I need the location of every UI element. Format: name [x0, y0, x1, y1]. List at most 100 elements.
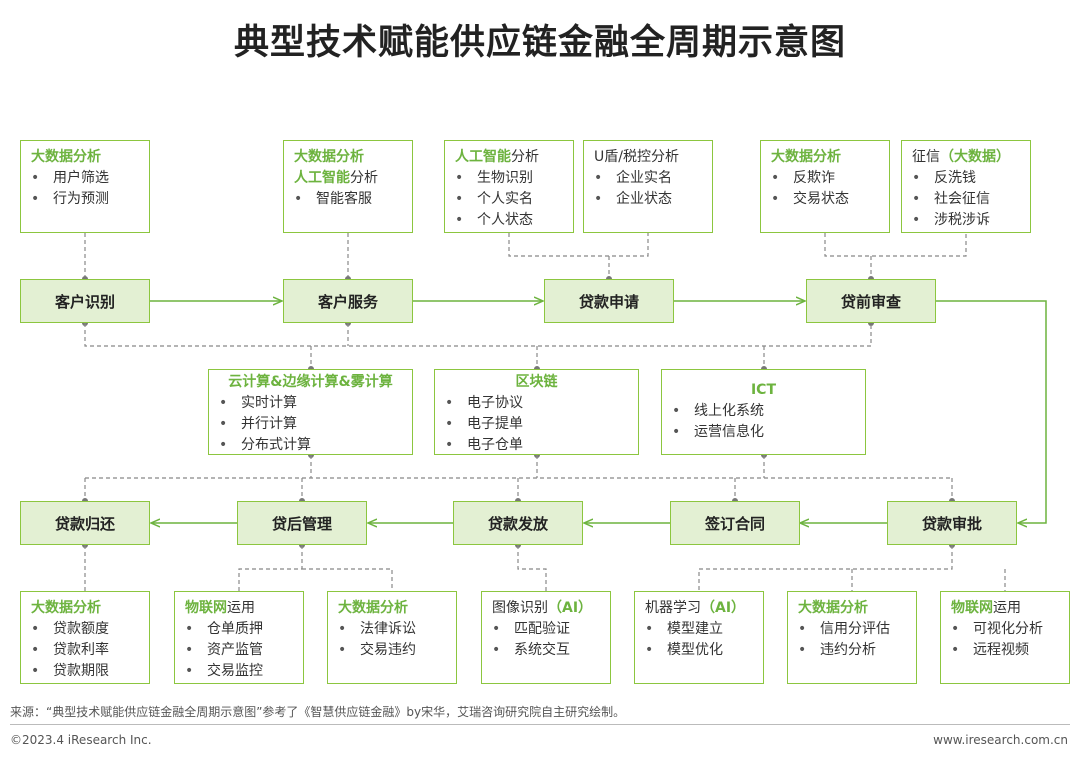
list-item: 个人状态 [455, 210, 563, 231]
arrow-review-to-approval [936, 300, 1047, 523]
tech-box-title: 图像识别（AI） [492, 598, 600, 619]
title-segment: （AI） [701, 600, 746, 616]
tech-box-bottom-7: 物联网运用 可视化分析远程视频 [940, 591, 1070, 684]
tech-box-cloud-computing: 云计算&边缘计算&雾计算 实时计算并行计算分布式计算 [208, 369, 413, 455]
process-customer-identification: 客户识别 [20, 279, 150, 323]
list-item: 法律诉讼 [338, 619, 446, 640]
list-item: 资产监管 [185, 640, 293, 661]
list-item: 交易状态 [771, 189, 879, 210]
list-item: 实时计算 [219, 393, 402, 414]
title-segment: 机器学习 [645, 600, 701, 616]
connector-top-5-6 [824, 233, 967, 279]
list-item: 远程视频 [951, 640, 1059, 661]
title-segment: U盾/税控分析 [594, 149, 679, 165]
tech-box-title: 物联网运用 [951, 598, 1059, 619]
website-link: www.iresearch.com.cn [933, 733, 1068, 747]
tech-box-bottom-2: 物联网运用 仓单质押资产监管交易监控 [174, 591, 304, 684]
title-segment: 运用 [993, 600, 1021, 616]
tech-box-bottom-5: 机器学习（AI） 模型建立模型优化 [634, 591, 764, 684]
connector-row2-bus [85, 455, 952, 479]
title-segment: （大数据） [940, 149, 1010, 165]
list-item: 贷款期限 [31, 661, 139, 682]
tech-box-title: 人工智能分析 [455, 147, 563, 168]
tech-box-title: 物联网运用 [185, 598, 293, 619]
title-segment: 物联网 [951, 600, 993, 616]
list-item: 线上化系统 [672, 401, 855, 422]
tech-box-list: 仓单质押资产监管交易监控 [185, 619, 293, 682]
tech-box-title: 大数据分析 [771, 147, 879, 168]
title-segment: 大数据分析 [294, 149, 364, 165]
tech-box-title: 征信（大数据） [912, 147, 1020, 168]
title-segment: 分析 [511, 149, 539, 165]
tech-box-title: 云计算&边缘计算&雾计算 [228, 374, 393, 390]
tech-box-title: ICT [750, 382, 777, 398]
tech-box-list: 反洗钱社会征信涉税涉诉 [912, 168, 1020, 231]
tech-box-list: 用户筛选行为预测 [31, 168, 139, 210]
title-segment: （AI） [548, 600, 593, 616]
title-segment: 分析 [350, 170, 378, 186]
source-note: 来源：“典型技术赋能供应链金融全周期示意图”参考了《智慧供应链金融》by宋华，艾… [10, 705, 626, 719]
tech-box-list: 模型建立模型优化 [645, 619, 753, 661]
tech-box-list: 实时计算并行计算分布式计算 [219, 393, 402, 456]
title-segment: 运用 [227, 600, 255, 616]
list-item: 模型建立 [645, 619, 753, 640]
list-item: 并行计算 [219, 414, 402, 435]
list-item: 电子提单 [445, 414, 628, 435]
list-item: 智能客服 [294, 189, 402, 210]
list-item: 贷款利率 [31, 640, 139, 661]
list-item: 用户筛选 [31, 168, 139, 189]
list-item: 电子仓单 [445, 435, 628, 456]
tech-box-top-6: 征信（大数据） 反洗钱社会征信涉税涉诉 [901, 140, 1031, 233]
list-item: 交易监控 [185, 661, 293, 682]
tech-box-title: U盾/税控分析 [594, 147, 702, 168]
list-item: 反洗钱 [912, 168, 1020, 189]
connector-bottom-4 [517, 545, 547, 591]
list-item: 涉税涉诉 [912, 210, 1020, 231]
tech-box-title: 大数据分析 [294, 147, 402, 168]
tech-box-top-4: U盾/税控分析 企业实名企业状态 [583, 140, 713, 233]
tech-box-list: 可视化分析远程视频 [951, 619, 1059, 661]
tech-box-title: 机器学习（AI） [645, 598, 753, 619]
copyright: ©2023.4 iResearch Inc. [10, 733, 152, 747]
process-customer-service: 客户服务 [283, 279, 413, 323]
list-item: 个人实名 [455, 189, 563, 210]
tech-box-list: 贷款额度贷款利率贷款期限 [31, 619, 139, 682]
tech-box-top-3: 人工智能分析 生物识别个人实名个人状态 [444, 140, 574, 233]
tech-box-bottom-3: 大数据分析 法律诉讼交易违约 [327, 591, 457, 684]
tech-box-bottom-4: 图像识别（AI） 匹配验证系统交互 [481, 591, 611, 684]
tech-box-title-2: 人工智能分析 [294, 168, 402, 189]
list-item: 模型优化 [645, 640, 753, 661]
title-segment: 人工智能 [455, 149, 511, 165]
title-segment: 大数据分析 [798, 600, 868, 616]
list-item: 生物识别 [455, 168, 563, 189]
list-item: 社会征信 [912, 189, 1020, 210]
list-item: 系统交互 [492, 640, 600, 661]
list-item: 分布式计算 [219, 435, 402, 456]
list-item: 电子协议 [445, 393, 628, 414]
list-item: 反欺诈 [771, 168, 879, 189]
tech-box-title: 大数据分析 [31, 598, 139, 619]
tech-box-top-2: 大数据分析 人工智能分析 智能客服 [283, 140, 413, 233]
title-segment: 大数据分析 [771, 149, 841, 165]
list-item: 匹配验证 [492, 619, 600, 640]
process-loan-repayment: 贷款归还 [20, 501, 150, 545]
process-contract-signing: 签订合同 [670, 501, 800, 545]
list-item: 仓单质押 [185, 619, 293, 640]
tech-box-list: 电子协议电子提单电子仓单 [445, 393, 628, 456]
tech-box-ict: ICT 线上化系统运营信息化 [661, 369, 866, 455]
tech-box-top-5: 大数据分析 反欺诈交易状态 [760, 140, 890, 233]
tech-box-title: 大数据分析 [798, 598, 906, 619]
footer-divider [10, 724, 1070, 725]
tech-box-bottom-1: 大数据分析 贷款额度贷款利率贷款期限 [20, 591, 150, 684]
list-item: 运营信息化 [672, 422, 855, 443]
tech-box-list: 法律诉讼交易违约 [338, 619, 446, 661]
connector-bottom-2-3 [238, 545, 393, 591]
connector-top-3-4 [508, 233, 649, 279]
title-segment: 征信 [912, 149, 940, 165]
tech-box-top-1: 大数据分析 用户筛选行为预测 [20, 140, 150, 233]
page-title: 典型技术赋能供应链金融全周期示意图 [233, 23, 846, 63]
tech-box-title: 大数据分析 [338, 598, 446, 619]
tech-box-list: 反欺诈交易状态 [771, 168, 879, 210]
tech-box-title: 大数据分析 [31, 147, 139, 168]
